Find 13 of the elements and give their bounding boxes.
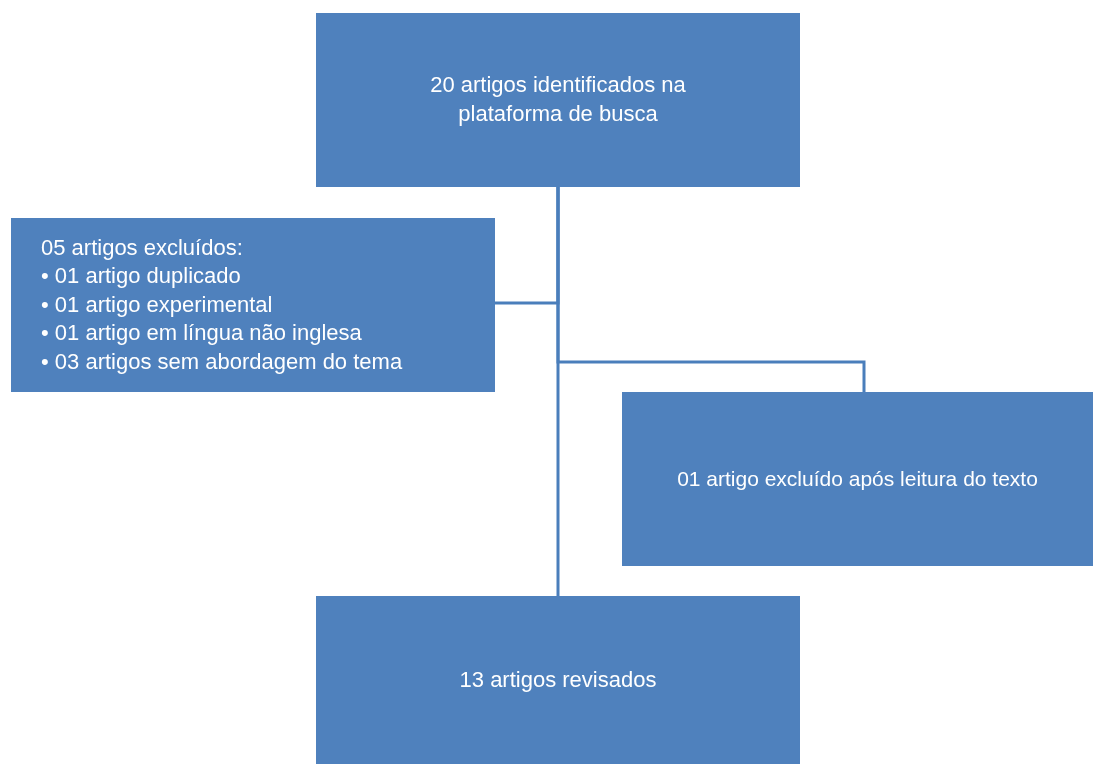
bullet-item: • 01 artigo duplicado — [41, 262, 241, 291]
bullet-item: • 01 artigo experimental — [41, 290, 273, 319]
process-box — [316, 13, 800, 187]
process-box — [316, 596, 800, 764]
connector-line — [556, 187, 560, 596]
process-box — [622, 392, 1093, 566]
bullet-item: • 03 artigos sem abordagem do tema — [41, 347, 403, 376]
process-box — [11, 218, 495, 392]
box-text: 20 artigos identificados na plataforma de busca — [429, 71, 687, 128]
bullet-item: • 01 artigo em língua não inglesa — [41, 319, 362, 348]
box-heading: 05 artigos excluídos: — [41, 233, 243, 262]
box-text: 13 artigos revisados — [459, 665, 657, 694]
box-text: 01 artigo excluído após leitura do texto — [677, 466, 1038, 493]
